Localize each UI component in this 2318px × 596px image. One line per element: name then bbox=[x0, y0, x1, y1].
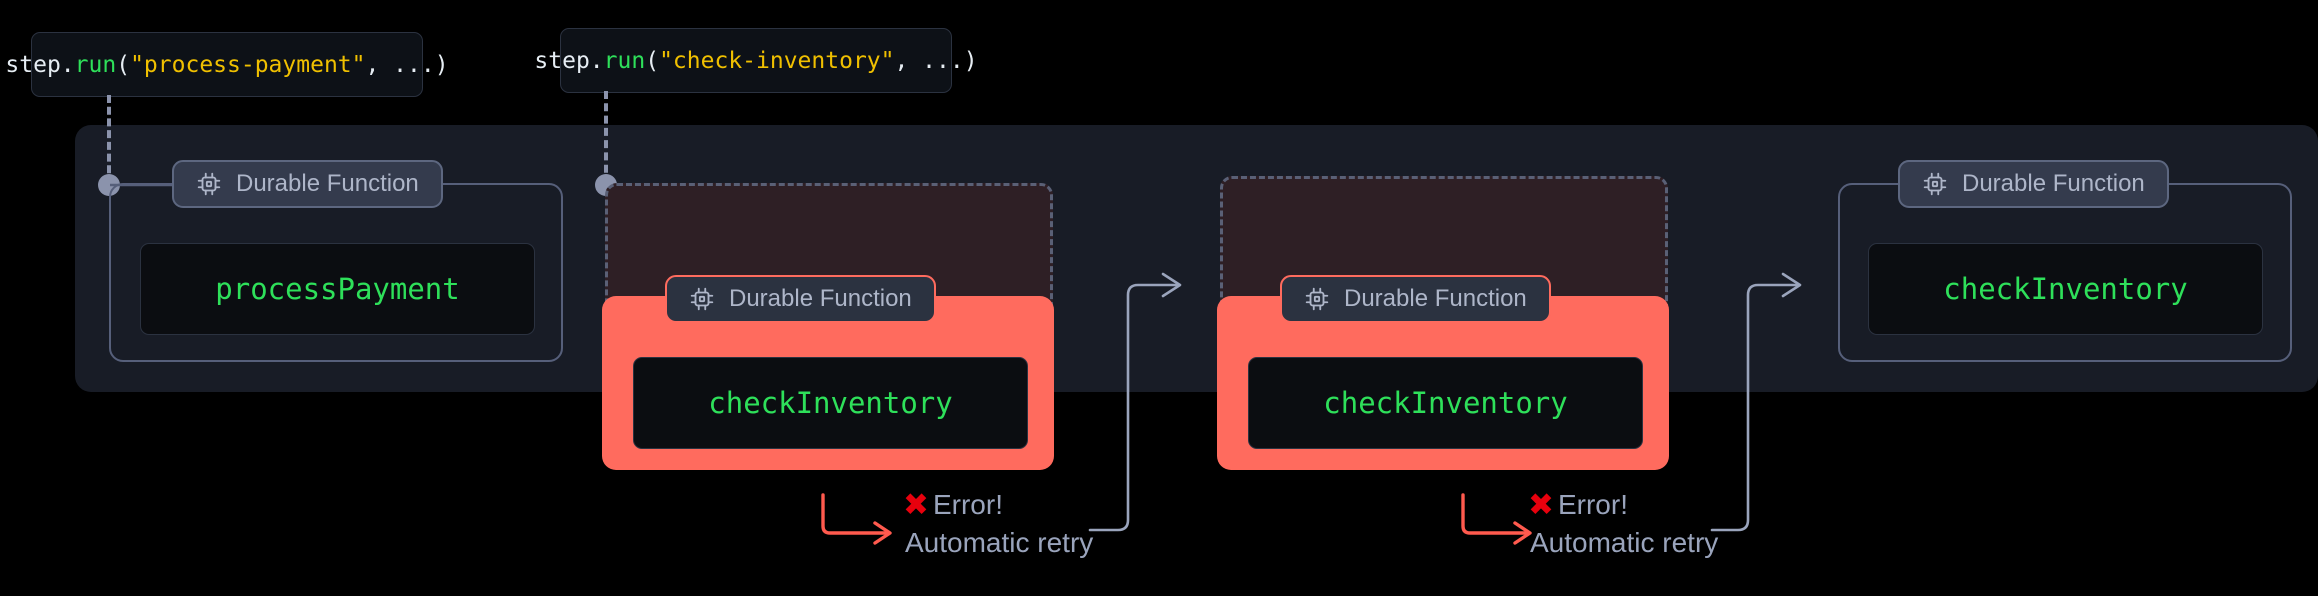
step-4-badge[interactable]: Durable Function bbox=[1898, 160, 2169, 208]
cpu-chip-icon bbox=[1923, 172, 1947, 196]
step-1-badge-label: Durable Function bbox=[236, 170, 419, 197]
step-2-function-name: checkInventory bbox=[708, 386, 953, 420]
error-note-2: ✖ Error! Automatic retry bbox=[1528, 489, 1718, 559]
callout-1-connector bbox=[107, 95, 111, 185]
error-x-icon: ✖ bbox=[903, 486, 929, 523]
error-note-1-title: Error! bbox=[932, 489, 1003, 520]
step-4-code-box: checkInventory bbox=[1868, 243, 2263, 335]
cpu-chip-icon bbox=[1305, 287, 1329, 311]
token-string: "check-inventory" bbox=[659, 47, 895, 74]
error-note-1-subtitle: Automatic retry bbox=[905, 527, 1094, 558]
token-punct-2: , ...) bbox=[365, 51, 449, 78]
error-note-1-line1: ✖ Error! bbox=[903, 489, 1093, 521]
callout-process-payment[interactable]: step.run("process-payment", ...) bbox=[5, 32, 449, 97]
callout-2-text: step.run("check-inventory", ...) bbox=[534, 48, 977, 74]
cpu-chip-icon bbox=[690, 287, 714, 311]
token-function: run bbox=[74, 51, 117, 78]
callout-check-inventory[interactable]: step.run("check-inventory", ...) bbox=[534, 28, 978, 93]
callout-2-connector bbox=[604, 91, 608, 185]
callout-1-text: step.run("process-payment", ...) bbox=[5, 52, 448, 78]
step-2-badge[interactable]: Durable Function bbox=[665, 275, 936, 323]
step-1-code-box: processPayment bbox=[140, 243, 535, 335]
step-3-badge[interactable]: Durable Function bbox=[1280, 275, 1551, 323]
error-note-1: ✖ Error! Automatic retry bbox=[903, 489, 1093, 559]
step-2-badge-label: Durable Function bbox=[729, 285, 912, 312]
token-plain: step. bbox=[5, 51, 75, 78]
token-punct: ( bbox=[116, 51, 131, 78]
token-plain: step. bbox=[534, 47, 604, 74]
token-punct-2: , ...) bbox=[894, 47, 978, 74]
cpu-chip-icon bbox=[197, 172, 221, 196]
step-3-function-name: checkInventory bbox=[1323, 386, 1568, 420]
error-x-icon: ✖ bbox=[1528, 486, 1554, 523]
token-string: "process-payment" bbox=[130, 51, 366, 78]
step-3-code-box: checkInventory bbox=[1248, 357, 1643, 449]
step-2-code-box: checkInventory bbox=[633, 357, 1028, 449]
error-note-2-line1: ✖ Error! bbox=[1528, 489, 1718, 521]
step-1-badge[interactable]: Durable Function bbox=[172, 160, 443, 208]
step-3-badge-label: Durable Function bbox=[1344, 285, 1527, 312]
token-punct: ( bbox=[645, 47, 660, 74]
error-note-2-title: Error! bbox=[1557, 489, 1628, 520]
step-1-function-name: processPayment bbox=[215, 272, 460, 306]
step-4-badge-label: Durable Function bbox=[1962, 170, 2145, 197]
error-note-2-subtitle: Automatic retry bbox=[1530, 527, 1719, 558]
token-function: run bbox=[603, 47, 646, 74]
step-4-function-name: checkInventory bbox=[1943, 272, 2188, 306]
